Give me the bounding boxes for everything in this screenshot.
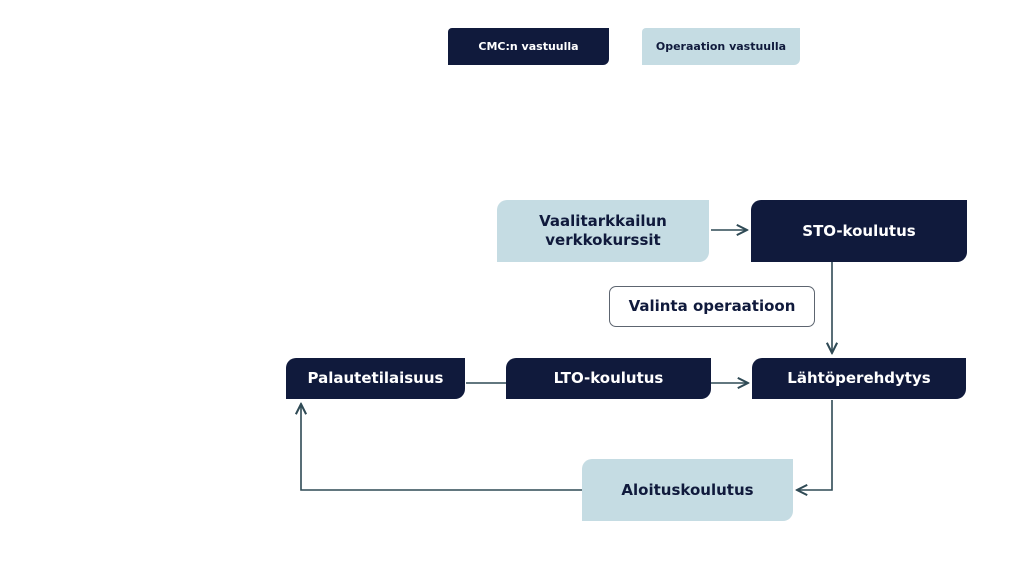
node-lto: LTO-koulutus <box>506 358 711 399</box>
legend-cmc: CMC:n vastuulla <box>448 28 609 65</box>
edge-lahtoperehdytys-aloituskoulutus <box>797 400 833 490</box>
node-lto-label: LTO-koulutus <box>553 369 664 388</box>
node-sto-label: STO-koulutus <box>802 221 916 240</box>
node-palautetilaisuus-label: Palautetilaisuus <box>307 369 444 388</box>
legend-cmc-label: CMC:n vastuulla <box>478 39 579 53</box>
node-lahtoperehdytys: Lähtöperehdytys <box>752 358 966 399</box>
node-palautetilaisuus: Palautetilaisuus <box>286 358 465 399</box>
node-aloituskoulutus: Aloituskoulutus <box>582 459 793 521</box>
node-aloituskoulutus-label: Aloituskoulutus <box>621 480 754 499</box>
node-valinta: Valinta operaatioon <box>609 286 815 327</box>
node-lahtoperehdytys-label: Lähtöperehdytys <box>787 369 931 388</box>
node-sto: STO-koulutus <box>751 200 967 262</box>
node-vaalitarkkailun: Vaalitarkkailun verkkokurssit <box>497 200 709 262</box>
legend-operation: Operaation vastuulla <box>642 28 800 65</box>
legend-operation-label: Operaation vastuulla <box>655 39 787 53</box>
node-valinta-label: Valinta operaatioon <box>628 297 796 316</box>
edge-aloituskoulutus-palautetilaisuus <box>301 404 582 491</box>
node-vaalitarkkailun-label: Vaalitarkkailun verkkokurssit <box>539 212 667 249</box>
